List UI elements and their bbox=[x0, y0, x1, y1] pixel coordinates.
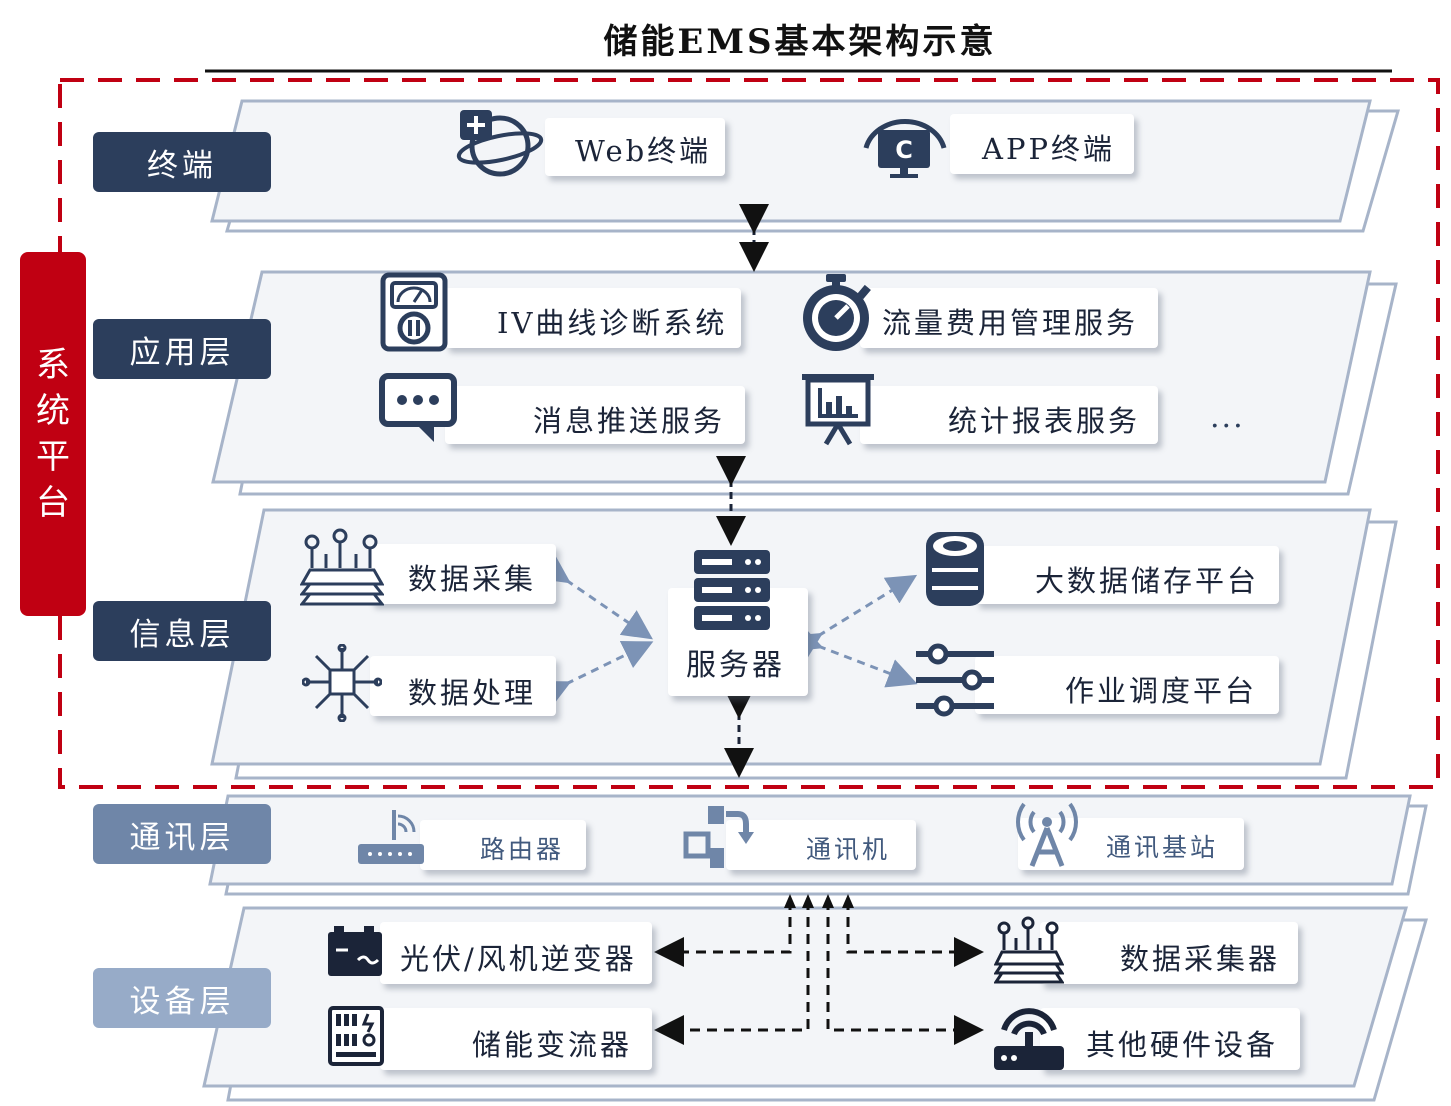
system-platform-label: 系 统 平 台 bbox=[20, 252, 86, 616]
more-services-ellipsis: ... bbox=[1210, 400, 1245, 435]
card-router: 路由器 bbox=[420, 820, 586, 870]
card-iv-curve-label: IV曲线诊断系统 bbox=[497, 306, 728, 340]
arrow-process-server bbox=[537, 641, 654, 709]
server-label: 服务器 bbox=[686, 648, 785, 683]
chat-message-icon bbox=[379, 373, 457, 442]
card-statistics-report: 统计报表服务 bbox=[860, 386, 1158, 444]
system-platform-char: 统 bbox=[36, 391, 70, 431]
wifi-router-icon bbox=[994, 1008, 1064, 1070]
server-rack-icon bbox=[694, 550, 770, 630]
card-traffic-billing-label: 流量费用管理服务 bbox=[882, 306, 1139, 340]
multimeter-icon bbox=[380, 272, 448, 352]
layer-label-communication: 通讯层 bbox=[93, 804, 271, 864]
card-data-collection: 数据采集 bbox=[370, 544, 556, 604]
card-statistics-report-label: 统计报表服务 bbox=[948, 404, 1141, 438]
presentation-chart-icon bbox=[802, 374, 874, 446]
sliders-settings-icon bbox=[916, 643, 994, 717]
data-collector-icon bbox=[994, 916, 1064, 984]
layer-label-information: 信息层 bbox=[93, 601, 271, 661]
arrow-collect-server bbox=[537, 554, 653, 640]
web-globe-icon bbox=[456, 110, 544, 177]
card-bigdata-storage: 大数据储存平台 bbox=[975, 546, 1279, 604]
arrow-server-scheduling bbox=[790, 623, 918, 688]
card-data-processing-label: 数据处理 bbox=[408, 676, 537, 710]
card-data-collection-label: 数据采集 bbox=[408, 562, 537, 596]
card-other-hardware: 其他硬件设备 bbox=[1040, 1008, 1300, 1070]
antenna-tower-icon bbox=[1016, 802, 1078, 867]
data-collection-icon bbox=[300, 528, 384, 606]
card-web-terminal: Web终端 bbox=[545, 118, 725, 176]
database-icon bbox=[926, 532, 984, 606]
card-web-terminal-label: Web终端 bbox=[575, 134, 712, 168]
layer-label-application: 应用层 bbox=[93, 319, 271, 379]
card-job-scheduling: 作业调度平台 bbox=[975, 656, 1279, 714]
router-icon bbox=[358, 810, 424, 864]
card-job-scheduling-label: 作业调度平台 bbox=[1065, 674, 1258, 708]
card-traffic-billing: 流量费用管理服务 bbox=[860, 288, 1158, 348]
device-connection-up-arrows bbox=[784, 894, 854, 908]
card-data-collector: 数据采集器 bbox=[1040, 922, 1298, 984]
stopwatch-icon bbox=[803, 274, 871, 351]
card-bigdata-storage-label: 大数据储存平台 bbox=[1035, 564, 1260, 598]
neural-network-icon bbox=[302, 644, 382, 722]
battery-inverter-icon bbox=[328, 926, 382, 976]
svg-text:C: C bbox=[895, 136, 913, 164]
exchange-arrows-icon bbox=[683, 806, 754, 868]
terminal-layer-front bbox=[210, 99, 1372, 223]
card-data-processing: 数据处理 bbox=[370, 656, 556, 716]
layer-label-device: 设备层 bbox=[93, 968, 271, 1028]
system-platform-char: 台 bbox=[36, 483, 70, 523]
diagram-title: 储能EMS基本架构示意 bbox=[603, 22, 997, 62]
card-message-push: 消息推送服务 bbox=[445, 386, 745, 444]
system-platform-char: 平 bbox=[36, 437, 70, 477]
power-converter-icon bbox=[328, 1006, 384, 1066]
card-comm-machine: 通讯机 bbox=[726, 820, 916, 870]
card-app-terminal-label: APP终端 bbox=[982, 132, 1115, 166]
card-base-station-label: 通讯基站 bbox=[1106, 833, 1219, 862]
card-message-push-label: 消息推送服务 bbox=[533, 404, 726, 438]
card-pv-wind-inverter: 光伏/风机逆变器 bbox=[380, 922, 652, 984]
card-data-collector-label: 数据采集器 bbox=[1120, 942, 1281, 976]
app-monitor-icon: C bbox=[863, 119, 947, 178]
card-iv-curve: IV曲线诊断系统 bbox=[445, 288, 741, 348]
card-app-terminal: APP终端 bbox=[950, 114, 1134, 174]
card-router-label: 路由器 bbox=[480, 835, 565, 864]
card-pcs-label: 储能变流器 bbox=[472, 1028, 633, 1062]
system-platform-char: 系 bbox=[36, 345, 70, 385]
card-pcs: 储能变流器 bbox=[380, 1008, 652, 1070]
card-comm-machine-label: 通讯机 bbox=[806, 835, 891, 864]
card-other-hardware-label: 其他硬件设备 bbox=[1086, 1028, 1279, 1062]
card-pv-wind-inverter-label: 光伏/风机逆变器 bbox=[400, 942, 637, 976]
device-connections bbox=[654, 900, 984, 1045]
layer-label-terminal: 终端 bbox=[93, 132, 271, 192]
